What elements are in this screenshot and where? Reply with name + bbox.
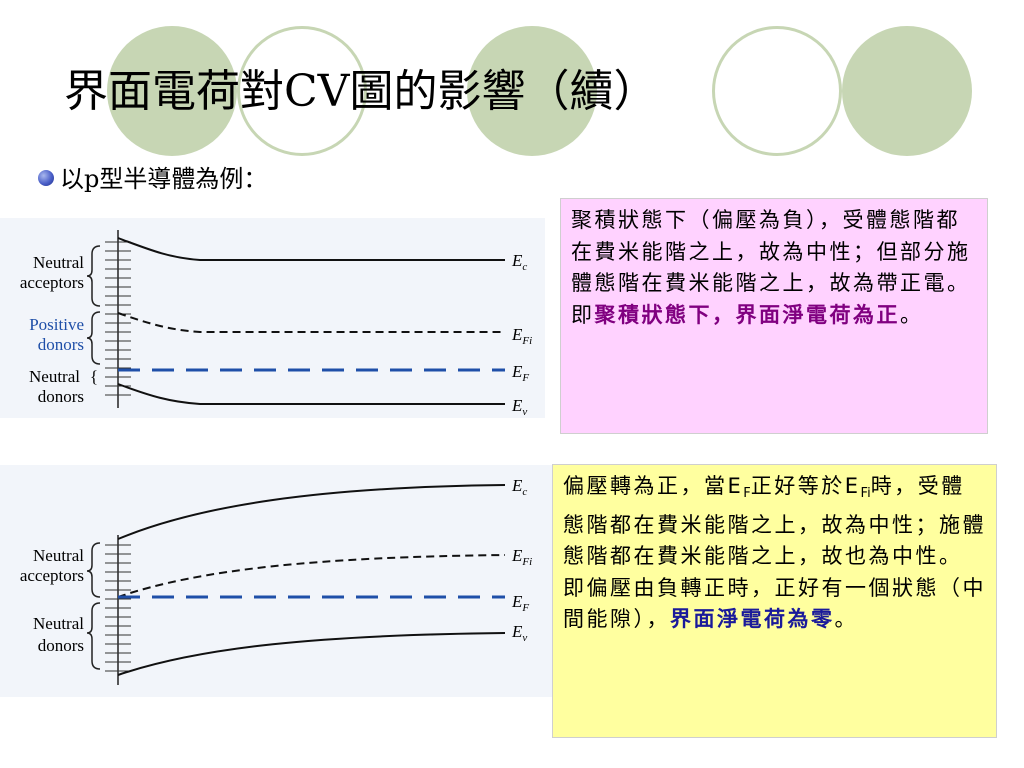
label-neutral-donors-1: Neutral (29, 367, 80, 386)
decor-circle-1 (107, 26, 237, 156)
note2-text-b: 正好等於E (750, 474, 861, 498)
label-efi: EFi (511, 325, 532, 347)
label-neutral-acceptors-1: Neutral (33, 546, 84, 565)
label-ec: Ec (511, 476, 527, 498)
intrinsic-fermi-level (117, 312, 505, 333)
band-diagram-midgap: Neutral acceptors Neutral donors Ec EFi … (0, 465, 555, 697)
label-neutral-donors-2: donors (38, 387, 84, 406)
label-neutral-acceptors-1: Neutral (33, 253, 84, 272)
label-neutral-donors-2: donors (38, 636, 84, 655)
conduction-band-edge (117, 484, 506, 540)
note2-lead: 即偏壓由負轉正時，正好有一個狀態（中間能隙）， (563, 575, 986, 632)
note2-text-c: 時，受體態階都在費米能階之上，故為中性；施體態階都在費米能階之上，故也為中性。 (563, 474, 986, 568)
label-ev: Ev (511, 396, 527, 418)
brace-acceptors (86, 245, 101, 307)
note2-sub-fi: Fi (860, 486, 871, 501)
label-positive-donors-2: donors (38, 335, 84, 354)
decor-ring-2 (712, 26, 842, 156)
brace-donors (86, 311, 101, 365)
label-ef: EF (511, 362, 529, 384)
note1-lead: 即 (571, 302, 595, 327)
label-neutral-acceptors-2: acceptors (20, 273, 84, 292)
note2-highlight: 界面淨電荷為零 (670, 607, 835, 631)
note2-end: 。 (834, 607, 858, 631)
label-neutral-acceptors-2: acceptors (20, 566, 84, 585)
slide-title: 界面電荷對CV圖的影響（續） (64, 66, 658, 117)
bullet-dot-icon (38, 170, 54, 186)
bullet-item: 以p型半導體為例： (38, 162, 267, 196)
note-accumulation: 聚積狀態下（偏壓為負），受體態階都在費米能階之上，故為中性；但部分施體態階在費米… (560, 198, 988, 434)
label-positive-donors-1: Positive (29, 315, 84, 334)
interface-state-ticks (105, 241, 131, 396)
note1-body: 聚積狀態下（偏壓為負），受體態階都在費米能階之上，故為中性；但部分施體態階在費米… (571, 205, 979, 331)
note2-text-a: 偏壓轉為正，當E (563, 474, 744, 498)
label-neutral-donors-brace: { (90, 367, 98, 386)
label-neutral-donors-1: Neutral (33, 614, 84, 633)
valence-band-edge (117, 632, 506, 676)
note2-body: 偏壓轉為正，當EF正好等於EFi時，受體態階都在費米能階之上，故為中性；施體態階… (563, 471, 988, 636)
valence-band-edge (117, 383, 505, 405)
label-ef: EF (511, 592, 529, 614)
label-efi: EFi (511, 546, 532, 568)
decor-circle-3 (842, 26, 972, 156)
label-ev: Ev (511, 622, 527, 644)
note2-sub-f: F (743, 486, 751, 501)
brace-donors (86, 602, 101, 670)
band-diagram-accumulation: Neutral acceptors Positive donors Neutra… (0, 218, 545, 418)
note1-text: 聚積狀態下（偏壓為負），受體態階都在費米能階之上，故為中性；但部分施體態階在費米… (571, 208, 971, 295)
bullet-text: 以p型半導體為例： (60, 165, 268, 193)
diagram-background (0, 218, 545, 418)
intrinsic-fermi-level (117, 554, 506, 598)
brace-acceptors (86, 542, 101, 598)
note1-end: 。 (900, 302, 924, 327)
decor-ring-1 (237, 26, 367, 156)
note1-highlight: 聚積狀態下，界面淨電荷為正 (594, 302, 900, 327)
conduction-band-edge (117, 237, 505, 261)
label-ec: Ec (511, 251, 527, 273)
note-midgap: 偏壓轉為正，當EF正好等於EFi時，受體態階都在費米能階之上，故為中性；施體態階… (552, 464, 997, 738)
interface-state-ticks (105, 544, 131, 672)
decor-circle-2 (467, 26, 597, 156)
